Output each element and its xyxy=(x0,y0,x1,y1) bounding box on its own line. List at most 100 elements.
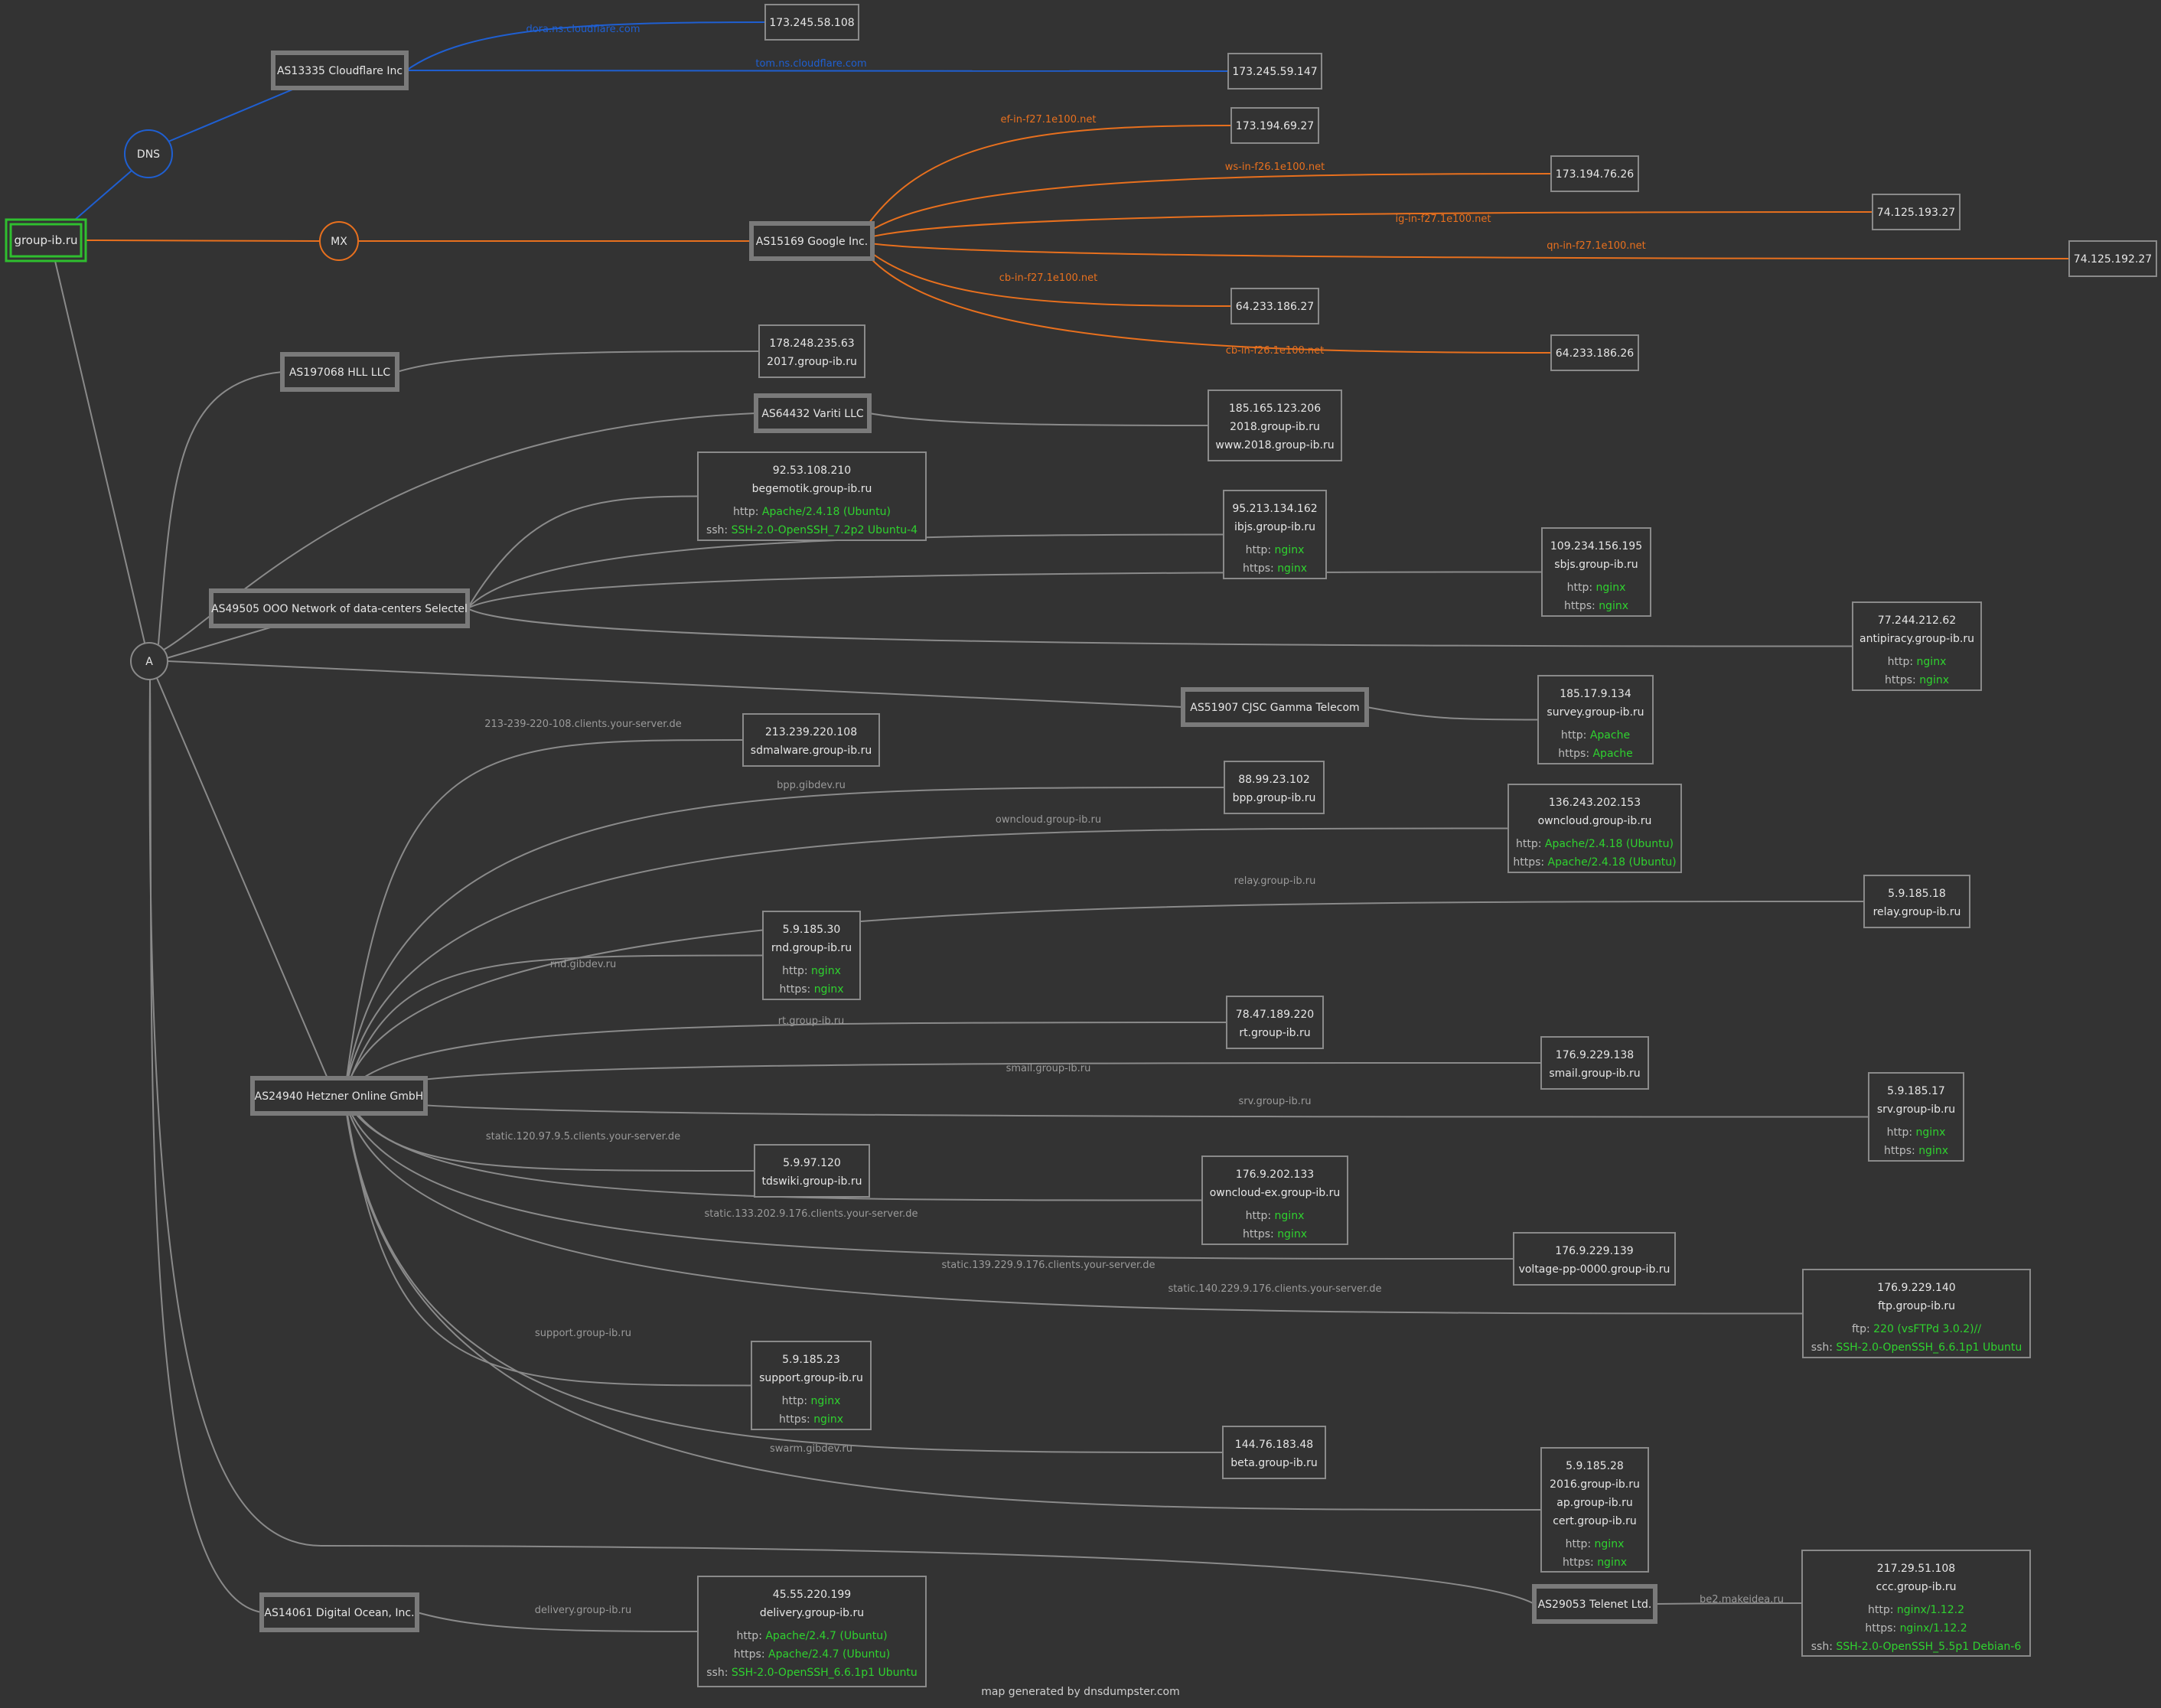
host-service: http: Apache xyxy=(1561,729,1630,742)
as-node-telenet[interactable]: AS29053 Telenet Ltd. xyxy=(1532,1584,1657,1624)
edge-root-a xyxy=(54,260,145,644)
edge-a-telenet xyxy=(148,679,1535,1605)
host-service: https: nginx xyxy=(1243,562,1307,575)
edge-selectel-antipiracy xyxy=(467,608,1853,647)
host-service: https: Apache/2.4.7 (Ubuntu) xyxy=(734,1648,890,1661)
edge-hetzner-rnd xyxy=(344,954,764,1097)
host-node-g2[interactable]: 173.194.76.26 xyxy=(1550,155,1639,192)
edge-a-digitalocean xyxy=(149,679,262,1613)
host-name: 2018.group-ib.ru xyxy=(1230,421,1320,433)
edge-cloudflare-cf1 xyxy=(406,21,766,71)
host-name: relay.group-ib.ru xyxy=(1873,906,1961,918)
edge-a-selectel xyxy=(166,625,276,659)
host-node-owncloudex[interactable]: 176.9.202.133owncloud-ex.group-ib.ruhttp… xyxy=(1201,1156,1348,1245)
host-node-multi[interactable]: 5.9.185.282016.group-ib.ruap.group-ib.ru… xyxy=(1540,1447,1649,1573)
host-node-g5[interactable]: 64.233.186.27 xyxy=(1230,288,1319,324)
host-ip: 185.165.123.206 xyxy=(1229,403,1321,415)
host-name: rt.group-ib.ru xyxy=(1239,1027,1310,1039)
edge-hetzner-multi xyxy=(344,1095,1542,1511)
category-dns-node[interactable]: DNS xyxy=(124,129,173,178)
host-node-h2018[interactable]: 185.165.123.2062018.group-ib.ruwww.2018.… xyxy=(1208,390,1342,461)
as-label-cloudflare: AS13335 Cloudflare Inc xyxy=(277,65,403,77)
as-node-selectel[interactable]: AS49505 OOO Network of data-centers Sele… xyxy=(209,588,470,628)
edge-hll-h2017 xyxy=(396,350,760,373)
edge-label-smail: smail.group-ib.ru xyxy=(1006,1063,1091,1074)
host-name: voltage-pp-0000.group-ib.ru xyxy=(1519,1263,1670,1276)
as-node-cloudflare[interactable]: AS13335 Cloudflare Inc xyxy=(271,51,409,90)
host-ip: 109.234.156.195 xyxy=(1550,540,1642,552)
as-label-hetzner: AS24940 Hetzner Online GmbH xyxy=(255,1090,424,1103)
root-domain-node[interactable]: group-ib.ru xyxy=(5,218,87,262)
as-node-gamma[interactable]: AS51907 CJSC Gamma Telecom xyxy=(1181,687,1369,727)
host-service: http: nginx xyxy=(1887,1126,1946,1139)
host-node-g3[interactable]: 74.125.193.27 xyxy=(1872,194,1961,230)
edge-hetzner-tdswiki xyxy=(344,1095,755,1172)
host-name: ccc.group-ib.ru xyxy=(1876,1581,1956,1593)
host-service: http: nginx xyxy=(1246,1210,1305,1222)
as-node-hll[interactable]: AS197068 HLL LLC xyxy=(280,352,399,392)
edge-variti-h2018 xyxy=(869,412,1209,426)
host-service: https: nginx xyxy=(1243,1228,1307,1240)
edge-label-bpp: bpp.gibdev.ru xyxy=(777,780,846,791)
category-mx-label: MX xyxy=(331,236,347,248)
host-ip: 173.245.59.147 xyxy=(1232,66,1317,78)
category-a-node[interactable]: A xyxy=(130,642,168,680)
edge-dns-cloudflare xyxy=(168,87,297,142)
edge-label-g6: cb-in-f26.1e100.net xyxy=(1226,345,1324,357)
host-ip: 5.9.185.30 xyxy=(783,924,841,936)
as-label-selectel: AS49505 OOO Network of data-centers Sele… xyxy=(211,603,468,615)
host-name: 2017.group-ib.ru xyxy=(767,356,857,368)
host-service: https: nginx xyxy=(779,983,843,996)
host-service: ssh: SSH-2.0-OpenSSH_6.6.1p1 Ubuntu xyxy=(1811,1341,2022,1354)
host-ip: 74.125.192.27 xyxy=(2074,253,2152,266)
edge-google-g6 xyxy=(856,240,1552,354)
host-node-g4[interactable]: 74.125.192.27 xyxy=(2068,240,2157,277)
as-node-digitalocean[interactable]: AS14061 Digital Ocean, Inc. xyxy=(259,1592,419,1632)
host-node-g1[interactable]: 173.194.69.27 xyxy=(1230,107,1319,144)
as-node-hetzner[interactable]: AS24940 Hetzner Online GmbH xyxy=(250,1076,428,1116)
host-service: https: nginx xyxy=(1564,600,1628,612)
edge-label-g3: ig-in-f27.1e100.net xyxy=(1396,214,1491,225)
host-ip: 74.125.193.27 xyxy=(1877,207,1955,219)
host-node-cf2[interactable]: 173.245.59.147 xyxy=(1227,53,1322,90)
as-node-variti[interactable]: AS64432 Variti LLC xyxy=(754,393,872,433)
edge-gamma-survey xyxy=(1366,706,1539,721)
host-node-g6[interactable]: 64.233.186.26 xyxy=(1550,334,1639,371)
host-node-owncloud[interactable]: 136.243.202.153owncloud.group-ib.ruhttp:… xyxy=(1507,784,1682,873)
category-dns-label: DNS xyxy=(137,148,160,161)
edge-label-g1: ef-in-f27.1e100.net xyxy=(1001,114,1097,125)
host-service: http: Apache/2.4.18 (Ubuntu) xyxy=(733,506,891,518)
host-node-antipiracy[interactable]: 77.244.212.62antipiracy.group-ib.ruhttp:… xyxy=(1852,601,1982,691)
host-ip: 5.9.185.23 xyxy=(782,1354,840,1366)
edge-hetzner-voltage xyxy=(344,1095,1514,1260)
host-service: https: Apache/2.4.18 (Ubuntu) xyxy=(1513,856,1676,869)
host-service: http: nginx xyxy=(1246,544,1305,556)
host-service: http: nginx xyxy=(782,1395,841,1407)
as-node-google[interactable]: AS15169 Google Inc. xyxy=(749,221,875,261)
edge-cloudflare-cf2 xyxy=(406,70,1229,72)
category-mx-node[interactable]: MX xyxy=(319,221,359,261)
host-node-cf1[interactable]: 173.245.58.108 xyxy=(764,4,859,41)
host-name: sdmalware.group-ib.ru xyxy=(751,745,872,757)
host-node-begemotik[interactable]: 92.53.108.210begemotik.group-ib.ruhttp: … xyxy=(697,451,927,541)
host-service: https: nginx xyxy=(1885,674,1949,686)
